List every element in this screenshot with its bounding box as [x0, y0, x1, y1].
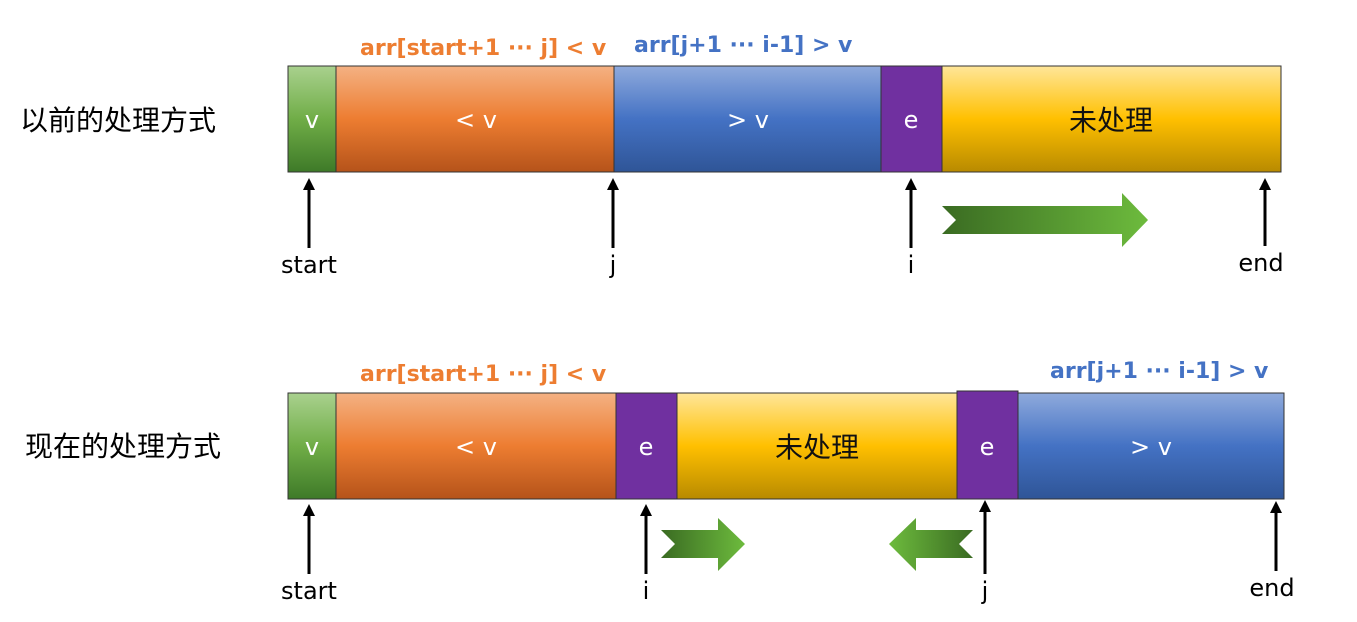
bottom-pointer-i: i	[640, 504, 652, 605]
bottom-cell-greater-label: > v	[1130, 433, 1172, 461]
top-pointer-start-label: start	[281, 251, 337, 279]
top-cell-greater-label: > v	[727, 106, 769, 134]
bottom-cell-v	[287, 392, 337, 500]
bottom-pointer-end: end	[1249, 501, 1295, 602]
bottom-cell-unprocessed-label: 未处理	[775, 431, 859, 464]
top-cell-v	[287, 65, 337, 173]
top-pointer-start: start	[281, 178, 337, 279]
bottom-cell-v-label: v	[305, 433, 319, 461]
bottom-move-left-arrow-icon	[889, 518, 973, 571]
top-cell-e-label: e	[904, 106, 919, 134]
top-header-greater: arr[j+1 ··· i-1] > v	[634, 33, 853, 58]
top-cell-v-label: v	[305, 106, 319, 134]
bottom-pointer-j-label: j	[981, 577, 989, 605]
top-array: v < v > v e 未处理	[287, 65, 1282, 173]
top-pointer-j: j	[607, 178, 619, 279]
top-cell-unprocessed	[941, 65, 1282, 173]
top-pointer-j-label: j	[609, 251, 617, 279]
bottom-pointer-end-label: end	[1249, 574, 1294, 602]
top-cell-less-label: < v	[455, 106, 497, 134]
bottom-title: 现在的处理方式	[25, 430, 221, 463]
bottom-cell-e-right	[956, 390, 1019, 500]
bottom-pointer-i-label: i	[643, 577, 650, 605]
bottom-pointer-j: j	[979, 500, 991, 605]
bottom-pointer-start: start	[281, 504, 337, 605]
bottom-move-right-arrow-icon	[661, 518, 745, 571]
bottom-header-greater: arr[j+1 ··· i-1] > v	[1050, 359, 1269, 384]
bottom-cell-less-label: < v	[455, 433, 497, 461]
top-cell-unprocessed-label: 未处理	[1069, 104, 1153, 137]
top-pointer-end-label: end	[1238, 249, 1283, 277]
bottom-cell-e-right-label: e	[980, 433, 995, 461]
bottom-cell-unprocessed	[676, 392, 958, 500]
top-cell-less	[335, 65, 615, 173]
top-header-less: arr[start+1 ··· j] < v	[360, 36, 607, 61]
top-pointer-end: end	[1238, 178, 1284, 277]
bottom-cell-e-left-label: e	[639, 433, 654, 461]
bottom-header-less: arr[start+1 ··· j] < v	[360, 362, 607, 387]
top-move-right-arrow-icon	[942, 193, 1148, 247]
top-pointer-i: i	[905, 178, 917, 279]
bottom-pointer-start-label: start	[281, 577, 337, 605]
top-pointer-i-label: i	[908, 251, 915, 279]
bottom-cell-greater	[1017, 392, 1285, 500]
top-cell-e	[880, 65, 943, 173]
top-cell-greater	[613, 65, 882, 173]
top-title: 以前的处理方式	[20, 104, 216, 137]
bottom-cell-less	[335, 392, 617, 500]
bottom-array: v < v e 未处理 e > v	[287, 390, 1285, 500]
